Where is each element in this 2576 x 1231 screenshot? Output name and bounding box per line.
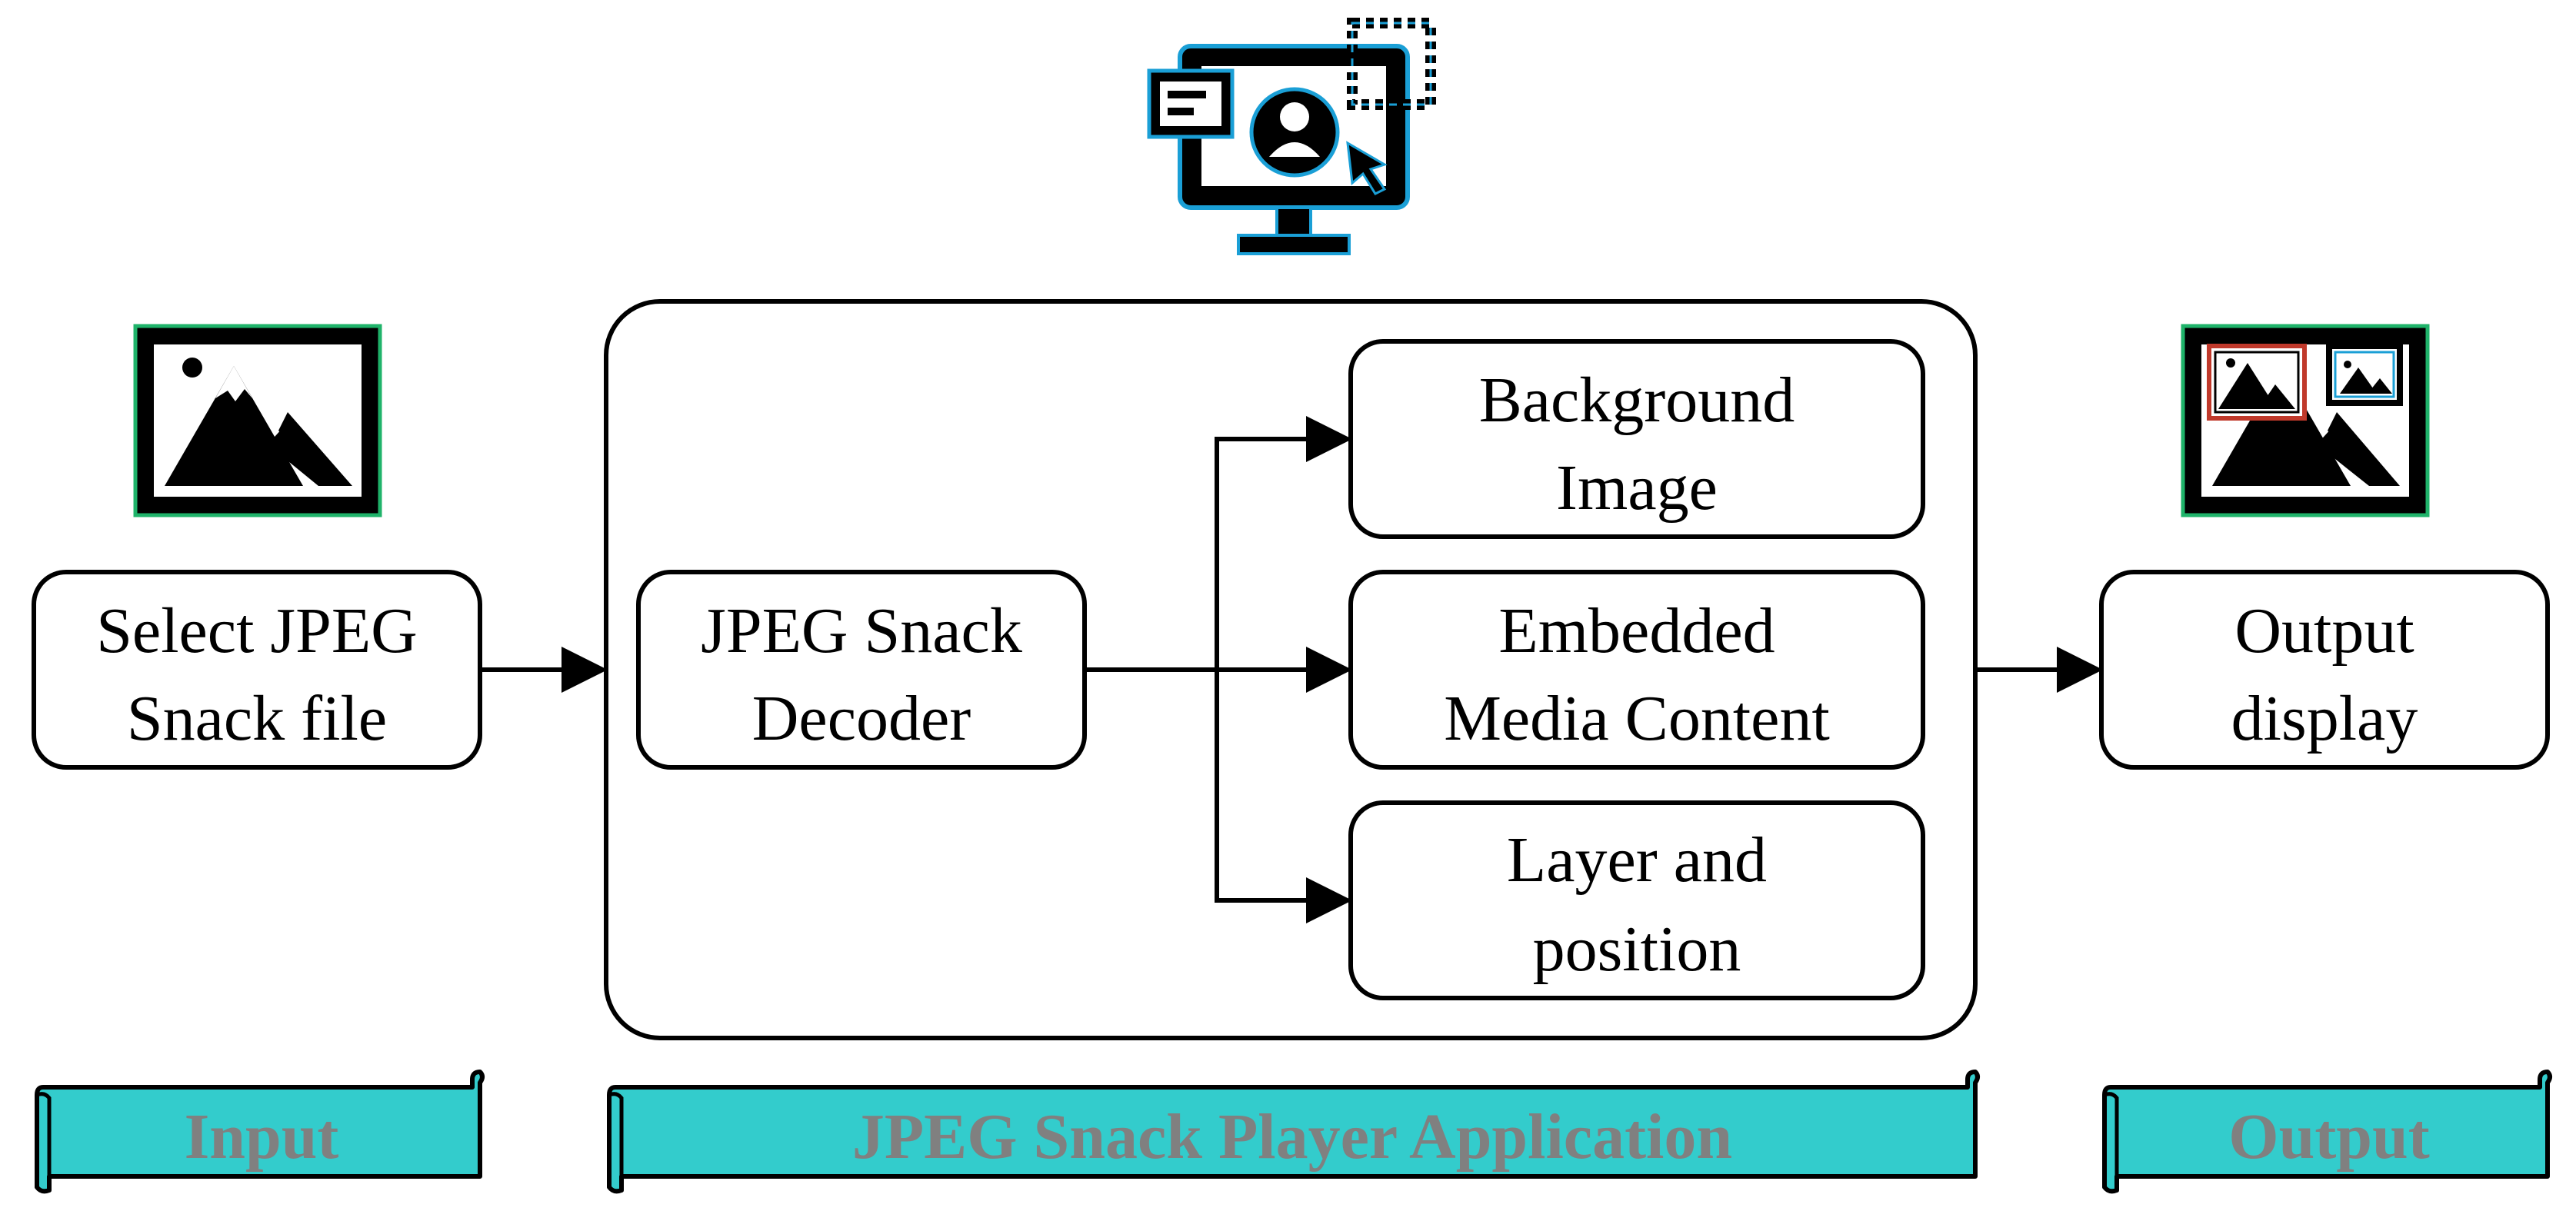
input-banner-label: Input [185,1101,339,1173]
player-banner-label: JPEG Snack Player Application [852,1101,1732,1173]
image-file-icon [133,324,382,517]
layer-position-box: Layer and position [1348,800,1925,1000]
output-banner-label: Output [2228,1101,2429,1173]
embedded-media-label-line1: Embedded [1498,595,1775,667]
layer-position-label-line1: Layer and [1507,824,1767,896]
output-display-label-line1: Output [2234,595,2414,667]
decoder-label-line1: JPEG Snack [701,595,1022,667]
select-jpeg-label-line1: Select JPEG [96,595,418,667]
layered-image-icon [2181,324,2430,517]
player-banner: JPEG Snack Player Application [607,1070,1980,1194]
background-image-label-line2: Image [1556,452,1718,524]
embedded-media-box: Embedded Media Content [1348,570,1925,770]
background-image-box: Background Image [1348,339,1925,539]
decoder-label-line2: Decoder [752,683,971,754]
decoder-box: JPEG Snack Decoder [636,570,1087,770]
embedded-media-label-line2: Media Content [1444,683,1830,754]
select-jpeg-box: Select JPEG Snack file [32,570,482,770]
input-banner: Input [35,1070,485,1194]
layer-position-label-line2: position [1533,913,1741,985]
output-banner: Output [2102,1070,2552,1194]
output-display-label-line2: display [2231,683,2418,754]
background-image-label-line1: Background [1479,364,1795,436]
monitor-user-icon [1147,18,1436,255]
output-display-box: Output display [2099,570,2550,770]
select-jpeg-label-line2: Snack file [127,683,387,754]
